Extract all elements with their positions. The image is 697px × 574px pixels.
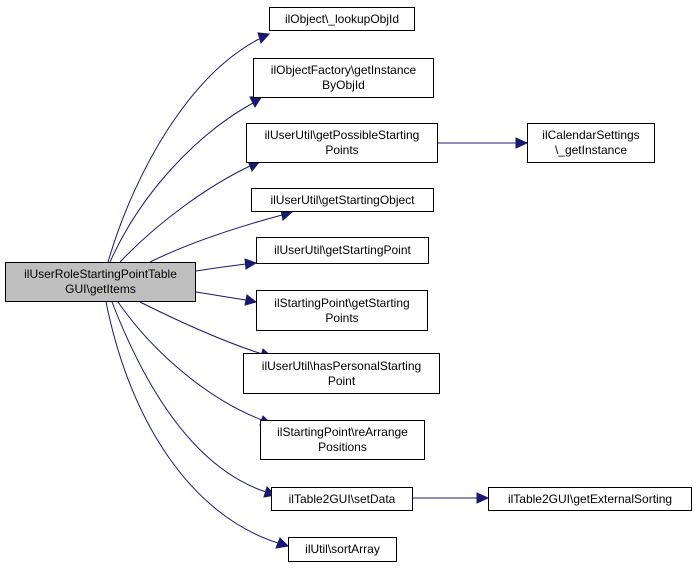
node-rearrangepositions[interactable]: ilStartingPoint\reArrange Positions xyxy=(260,420,425,460)
node-startingpoint-getstartingpoints[interactable]: ilStartingPoint\getStarting Points xyxy=(256,290,428,331)
node-haspersonalstartingpoint[interactable]: ilUserUtil\hasPersonalStarting Point xyxy=(243,353,440,394)
edge-root-to-n12 xyxy=(105,301,290,549)
edge-n3-to-n4 xyxy=(438,137,529,149)
node-sortarray[interactable]: ilUtil\sortArray xyxy=(288,537,397,562)
node-getstartingpoint[interactable]: ilUserUtil\getStartingPoint xyxy=(256,237,429,264)
edge-n10-to-n11 xyxy=(413,492,490,504)
node-getstartingobject[interactable]: ilUserUtil\getStartingObject xyxy=(251,188,434,212)
edge-root-to-n6 xyxy=(195,258,258,272)
edge-root-to-n1 xyxy=(107,32,271,263)
edge-root-to-n5 xyxy=(149,209,294,263)
root-node-getitems: ilUserRoleStartingPointTable GUI\getItem… xyxy=(5,262,196,302)
node-setdata[interactable]: ilTable2GUI\setData xyxy=(271,487,413,511)
node-getexternalsorting[interactable]: ilTable2GUI\getExternalSorting xyxy=(488,487,692,511)
edge-root-to-n2 xyxy=(109,95,263,263)
node-getinstancebyobjid[interactable]: ilObjectFactory\getInstance ByObjId xyxy=(253,58,434,98)
node-lookupobjid[interactable]: ilObject\_lookupObjId xyxy=(269,7,415,31)
node-getpossiblestartingpoints[interactable]: ilUserUtil\getPossibleStarting Points xyxy=(246,123,438,163)
node-calendarsettings-getinstance[interactable]: ilCalendarSettings \_getInstance xyxy=(527,123,655,163)
edge-root-to-n8 xyxy=(139,301,274,360)
edge-root-to-n7 xyxy=(195,291,258,306)
